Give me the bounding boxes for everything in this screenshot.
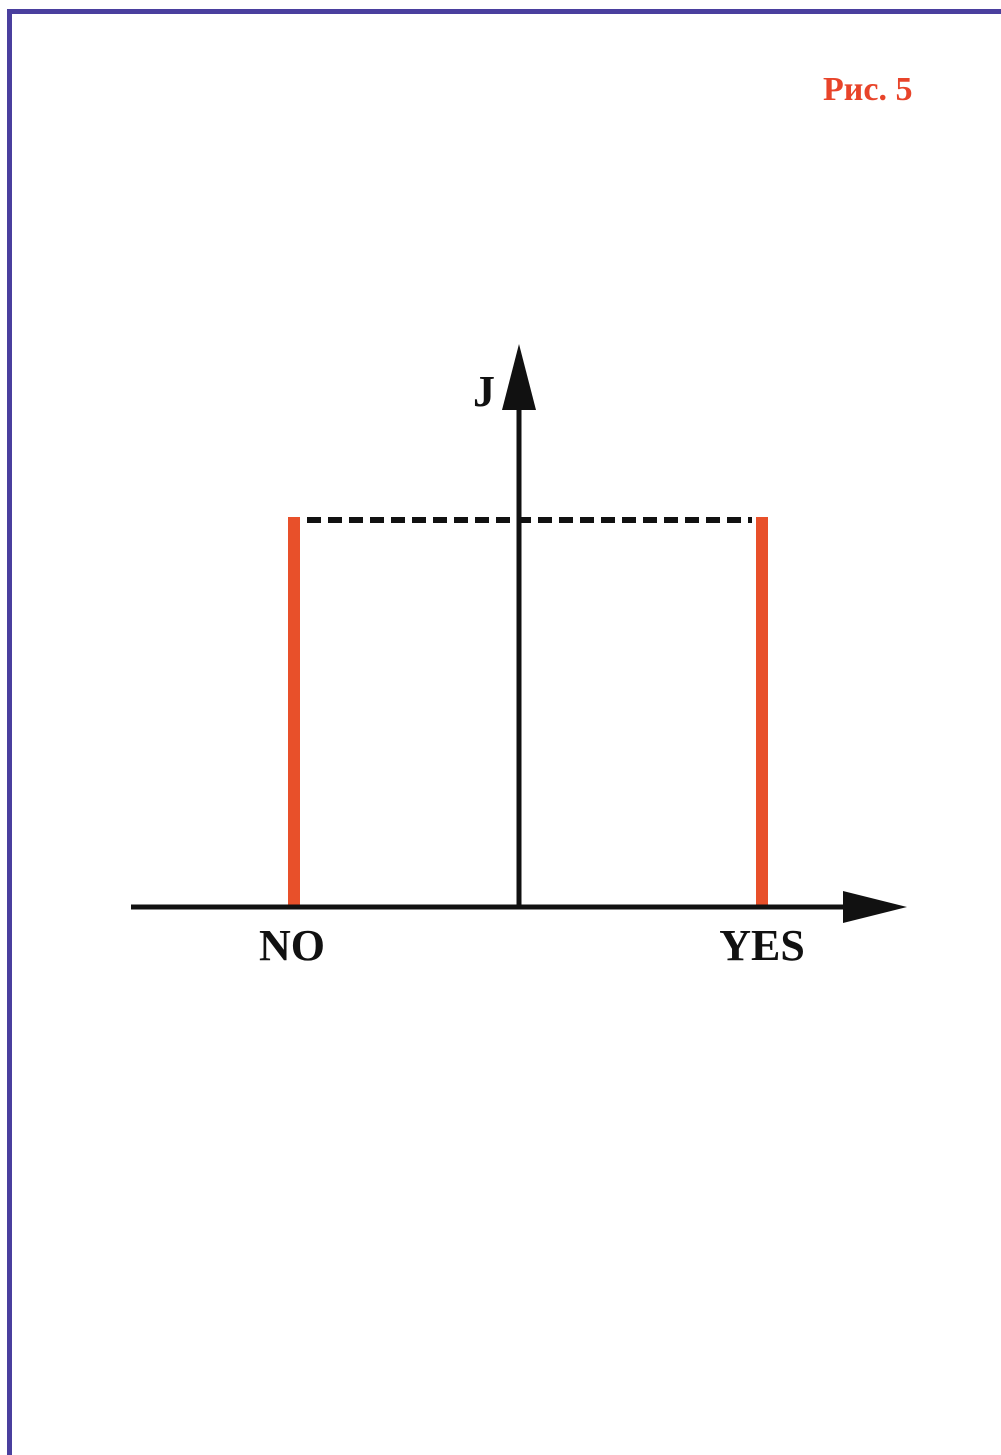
x-axis-arrowhead (843, 891, 907, 923)
x-label-yes: YES (719, 921, 805, 970)
page-frame (7, 9, 1001, 1455)
figure-label: Рис. 5 (823, 71, 913, 108)
x-label-no: NO (259, 921, 325, 970)
y-axis-label: J (473, 367, 495, 416)
y-axis-arrowhead (502, 344, 536, 410)
